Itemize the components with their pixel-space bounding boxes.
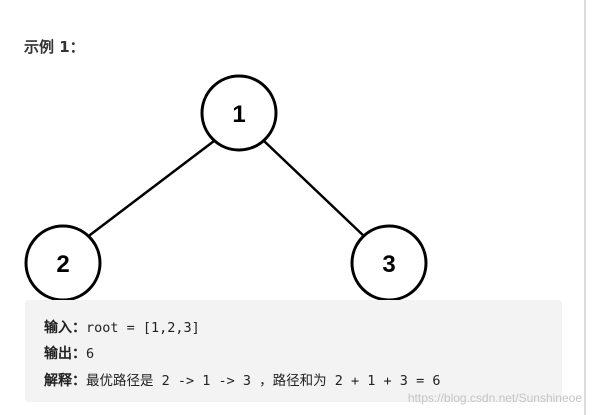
example-heading: 示例 1： [24, 38, 85, 56]
output-label: 输出： [44, 346, 86, 362]
input-line: 输入：root = [1,2,3] [44, 317, 200, 337]
example-code-block: 输入：root = [1,2,3] 输出：6 解释：最优路径是 2 -> 1 -… [25, 300, 562, 402]
input-value: root = [1,2,3] [86, 320, 200, 336]
tree-node-root: 1 [200, 74, 278, 152]
edge-root-right [263, 140, 367, 239]
tree-node-left-label: 2 [56, 251, 69, 278]
explanation-label: 解释： [44, 373, 86, 389]
tree-node-root-label: 1 [232, 101, 245, 128]
explanation-line: 解释：最优路径是 2 -> 1 -> 3 ，路径和为 2 + 1 + 3 = 6 [44, 369, 440, 390]
page-right-border [584, 0, 586, 415]
input-label: 输入： [44, 320, 86, 336]
watermark: https://blog.csdn.net/Sunshineoe [407, 391, 582, 405]
tree-node-left: 2 [24, 224, 102, 302]
output-line: 输出：6 [44, 343, 94, 363]
explanation-value: 最优路径是 2 -> 1 -> 3 ，路径和为 2 + 1 + 3 = 6 [86, 373, 441, 389]
output-value: 6 [86, 346, 95, 362]
tree-node-root-circle [200, 74, 278, 152]
tree-node-right: 3 [350, 224, 428, 302]
edge-root-left [85, 140, 215, 239]
tree-node-right-label: 3 [382, 251, 395, 278]
